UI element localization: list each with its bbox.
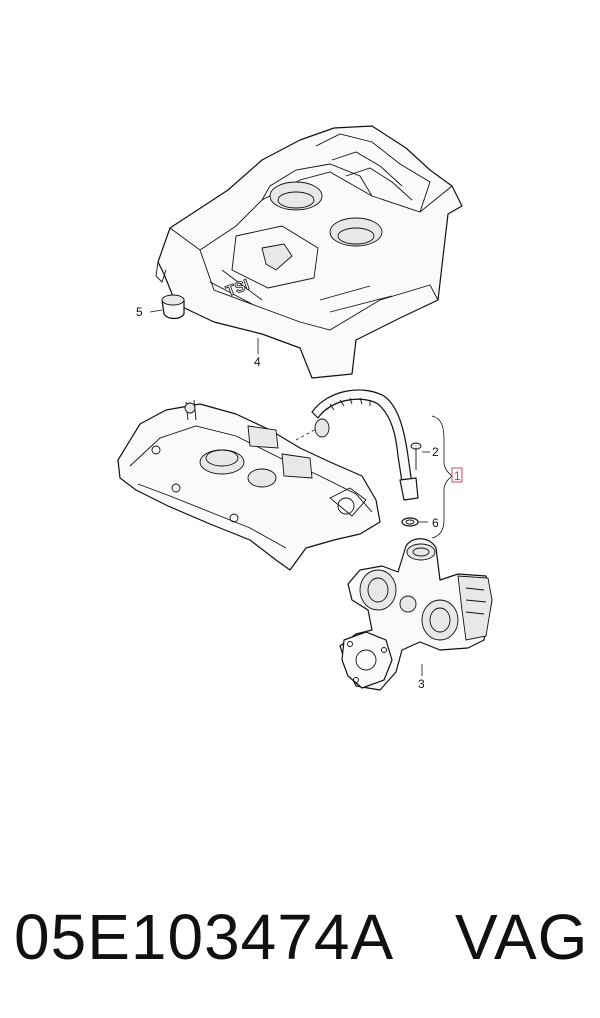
turbocharger: [339, 538, 493, 691]
callout-6: 6: [432, 516, 439, 530]
callout-4: 4: [254, 355, 261, 369]
brand-name: VAG: [455, 901, 589, 973]
rubber-grommet: [161, 294, 185, 320]
cylinder-head-cover: [117, 399, 381, 571]
screw: [410, 442, 430, 470]
callout-3: 3: [418, 677, 425, 691]
callout-1-box: [451, 467, 463, 483]
callout-1: 1: [454, 469, 461, 483]
footer: 05E103474A VAG: [0, 890, 600, 980]
leader-5: [149, 309, 163, 313]
o-ring: [401, 517, 428, 527]
engine-cover: TSI: [155, 125, 463, 379]
part-number: 05E103474A: [14, 901, 395, 973]
callout-5: 5: [136, 305, 143, 319]
callout-2: 2: [432, 445, 439, 459]
breather-hose: [295, 389, 419, 501]
